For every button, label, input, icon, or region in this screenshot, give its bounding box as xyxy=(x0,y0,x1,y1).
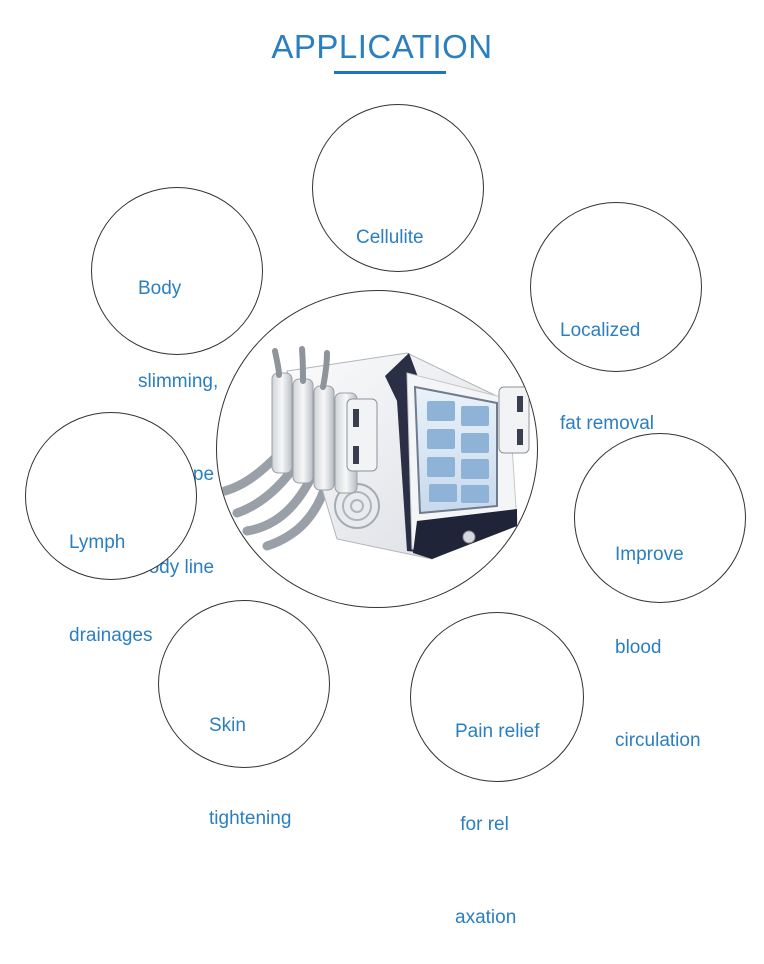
screen-icons xyxy=(427,401,489,503)
application-circle-localized-fat xyxy=(530,202,702,372)
label-line: slimming, xyxy=(138,371,219,392)
application-label-skin: Skin tightening xyxy=(209,648,291,865)
application-circle-body-slimming xyxy=(91,187,263,355)
application-label-blood: Improve blood circulation xyxy=(615,477,701,787)
page-title: APPLICATION xyxy=(271,28,493,65)
label-line: fat removal xyxy=(560,413,654,434)
application-circle-lymph xyxy=(25,412,197,580)
label-line: Body xyxy=(138,278,182,299)
application-circle-blood xyxy=(574,433,746,603)
product-circle xyxy=(216,290,538,608)
application-circle-pain xyxy=(410,612,584,782)
label-line: circulation xyxy=(615,730,701,751)
application-circle-cellulite xyxy=(312,104,484,272)
label-line: drainages xyxy=(69,625,153,646)
application-circle-skin xyxy=(158,600,330,768)
handpiece-right xyxy=(498,386,530,454)
cryolipolysis-machine-image xyxy=(220,346,530,560)
label-line: tightening xyxy=(209,808,292,829)
application-label-localized-fat: Localized fat removal xyxy=(560,253,654,470)
handpieces-left xyxy=(271,372,378,494)
label-line: blood xyxy=(615,637,662,658)
label-line: Cellulite xyxy=(356,227,424,248)
label-line: Pain relief xyxy=(455,721,540,742)
label-line: Skin xyxy=(209,715,246,736)
label-line: axation xyxy=(455,907,517,928)
title-underline xyxy=(334,71,446,74)
application-label-lymph: Lymph drainages xyxy=(69,465,152,682)
label-line: Localized xyxy=(560,320,641,341)
label-line: Lymph xyxy=(69,532,126,553)
label-line: Improve xyxy=(615,544,684,565)
label-line: for rel xyxy=(455,814,509,835)
application-label-pain: Pain relief for rel axation xyxy=(455,654,540,964)
